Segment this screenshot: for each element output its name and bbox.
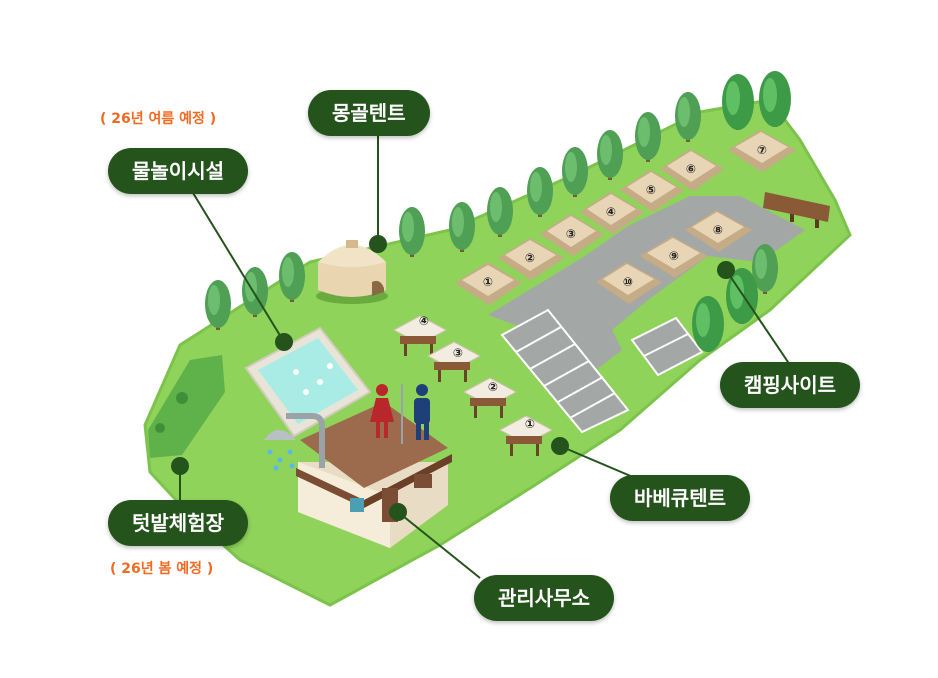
- camping-site-2[interactable]: ②: [525, 251, 535, 265]
- camping-site-6[interactable]: ⑥: [686, 162, 696, 176]
- parking-lot: [500, 308, 704, 434]
- office-building: [296, 402, 452, 548]
- bbq-tent-4[interactable]: ④: [419, 314, 429, 328]
- bbq-tent-label[interactable]: 바베큐텐트: [610, 475, 750, 521]
- camping-site-label[interactable]: 캠핑사이트: [720, 362, 860, 408]
- camping-site-4[interactable]: ④: [606, 205, 616, 219]
- office-label[interactable]: 관리사무소: [474, 575, 614, 621]
- camping-decks: [455, 130, 796, 305]
- camping-site-5[interactable]: ⑤: [646, 183, 656, 197]
- bbq-tent-2[interactable]: ②: [488, 380, 498, 394]
- female-restroom-icon: [370, 384, 394, 438]
- bbq-tent-3[interactable]: ③: [453, 346, 463, 360]
- water-play-note: ( 26년 여름 예정 ): [100, 111, 217, 127]
- pool: [244, 326, 372, 438]
- leader-lines: [179, 136, 791, 579]
- farm-note: ( 26년 봄 예정 ): [110, 561, 214, 577]
- leader-dots: [171, 235, 735, 521]
- camping-site-1[interactable]: ①: [483, 275, 493, 289]
- sign-board-icon: [763, 192, 830, 228]
- camping-site-10[interactable]: ⑩: [623, 275, 633, 289]
- farm-shrub: [155, 423, 165, 433]
- camping-site-9[interactable]: ⑨: [669, 249, 679, 263]
- farm-label[interactable]: 텃밭체험장: [108, 500, 248, 546]
- bbq-tent-1[interactable]: ①: [525, 417, 535, 431]
- camping-site-8[interactable]: ⑧: [713, 223, 723, 237]
- male-restroom-icon: [414, 384, 430, 440]
- grass-ground: [143, 98, 852, 607]
- mongol-tent-label[interactable]: 몽골텐트: [308, 90, 430, 136]
- camping-site-3[interactable]: ③: [566, 227, 576, 241]
- farm-plot: [148, 355, 225, 458]
- farm-shrub: [176, 392, 188, 404]
- bbq-tents: [392, 315, 554, 456]
- yurt-icon: [316, 240, 388, 304]
- shower-icon: [264, 413, 325, 471]
- camping-site-7[interactable]: ⑦: [757, 143, 767, 157]
- water-play-label[interactable]: 물놀이시설: [108, 148, 248, 194]
